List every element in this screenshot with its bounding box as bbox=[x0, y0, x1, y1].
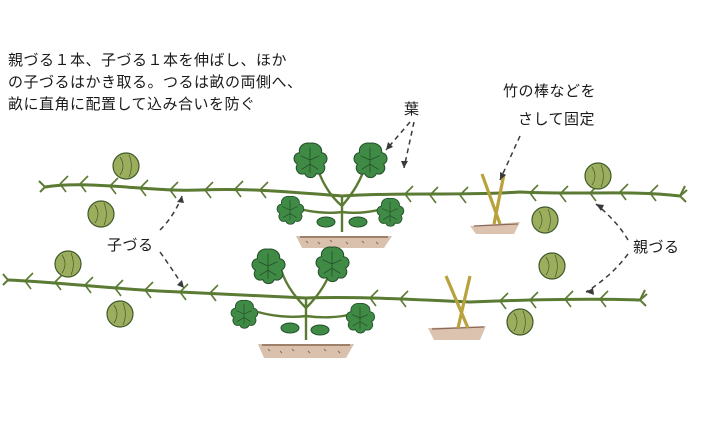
instruction-text: 親づる１本、子づる１本を伸ばし、ほか の子づるはかき取る。つるは畝の両側へ、 畝… bbox=[8, 49, 303, 115]
upper-leaves bbox=[276, 142, 405, 228]
bamboo-label-2: さして固定 bbox=[518, 108, 595, 130]
bamboo-label-line-1: 竹の棒などを bbox=[503, 82, 597, 100]
instruction-line-1: 親づる１本、子づる１本を伸ばし、ほか bbox=[8, 51, 288, 69]
lower-plant bbox=[2, 246, 648, 358]
bamboo-label-line-2: さして固定 bbox=[518, 110, 596, 128]
upper-bamboo-stakes bbox=[470, 173, 520, 234]
lower-leaves bbox=[230, 246, 376, 336]
lower-bamboo-stakes bbox=[428, 275, 486, 340]
upper-stem bbox=[295, 161, 387, 232]
child-vine-label: 子づる bbox=[107, 236, 154, 254]
leaf-label: 葉 bbox=[404, 100, 420, 118]
lower-vine-tendrils bbox=[24, 272, 609, 310]
upper-vine-tendrils bbox=[59, 175, 659, 204]
lower-stem bbox=[257, 265, 353, 340]
instruction-line-2: の子づるはかき取る。つるは畝の両側へ、 bbox=[8, 73, 303, 91]
arrow-heads bbox=[177, 142, 604, 295]
bamboo-label: 竹の棒などを bbox=[503, 80, 596, 102]
parent-vine-label: 親づる bbox=[633, 238, 680, 256]
upper-soil bbox=[296, 236, 392, 248]
lower-soil bbox=[258, 344, 354, 358]
parent-vine-arrow-upper bbox=[595, 203, 629, 241]
upper-plant bbox=[38, 142, 688, 248]
leaf-arrow-2 bbox=[403, 121, 415, 169]
instruction-line-3: 畝に直角に配置して込み合いを防ぐ bbox=[8, 95, 256, 113]
lower-melons bbox=[54, 250, 566, 336]
lower-vine bbox=[7, 278, 641, 304]
parent-vine-arrow-lower bbox=[585, 253, 629, 293]
bamboo-arrow bbox=[499, 135, 521, 181]
upper-vine bbox=[44, 183, 681, 198]
